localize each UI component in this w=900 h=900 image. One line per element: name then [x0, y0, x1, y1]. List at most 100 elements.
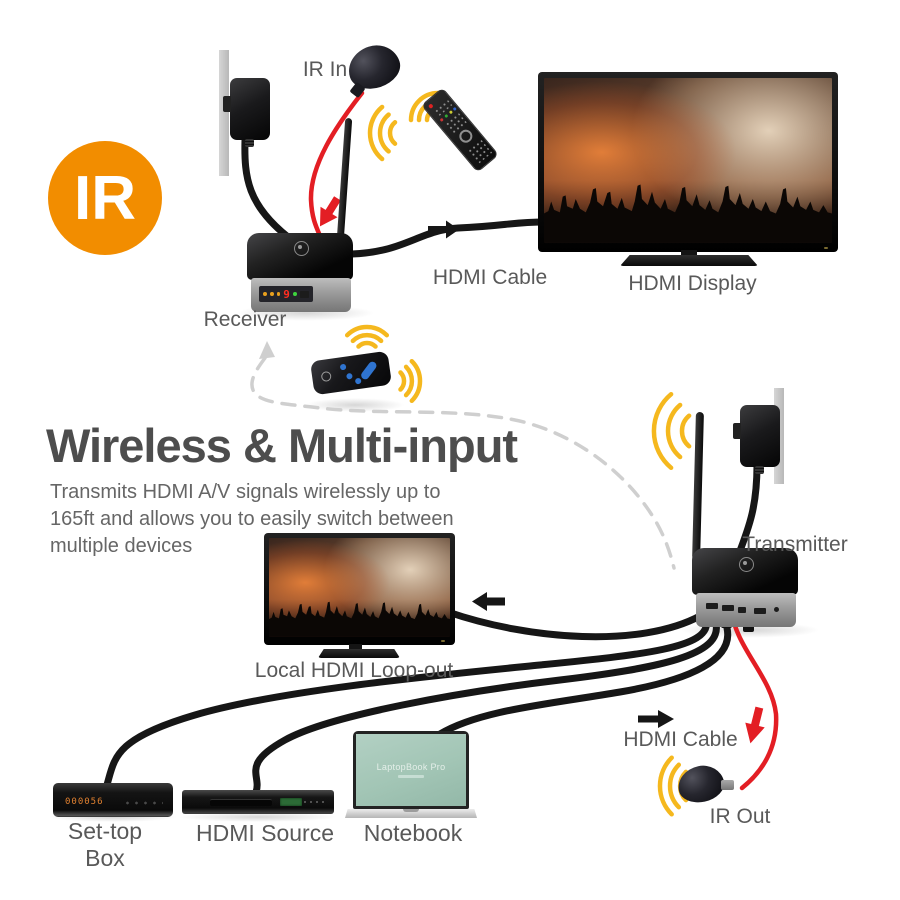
- ir-in-cable: [308, 90, 365, 246]
- notebook-notch: [403, 809, 419, 812]
- remote-select-button: [354, 377, 362, 385]
- wireless-link-dashed: [250, 356, 676, 570]
- notebook-base: [345, 809, 477, 818]
- receiver-power-cable: [241, 136, 292, 241]
- remote-yellow-button: [448, 110, 454, 115]
- hdmi-port: [754, 608, 766, 614]
- remote-switch-button: [359, 360, 379, 381]
- arrow-red-irout-icon: [745, 706, 765, 744]
- notebook-screen: LaptopBook Pro: [356, 734, 466, 806]
- description-line: 165ft and allows you to easily switch be…: [50, 508, 454, 530]
- loopout-label: Local HDMI Loop-out: [254, 659, 454, 682]
- ir-out-cable: [729, 611, 779, 791]
- ir-port: [738, 607, 746, 613]
- receiver-led-green: [292, 292, 297, 296]
- transmitter-top: [692, 548, 798, 595]
- wall-strip: [219, 50, 229, 176]
- set-top-box-device: 000056: [53, 783, 173, 817]
- loopout-tv: [264, 533, 455, 645]
- notebook-screen-subtitle-bar: [398, 775, 424, 778]
- arrow-red-receiver-icon: [319, 196, 341, 227]
- remote-select-button: [346, 372, 353, 380]
- ir-feature-badge: IR: [48, 141, 162, 255]
- receiver-channel-display: 9: [283, 287, 290, 301]
- receiver-ir-port: [299, 290, 309, 298]
- description-line: Transmits HDMI A/V signals wirelessly up…: [50, 481, 441, 503]
- settop-buttons: [123, 799, 163, 807]
- notebook-cable: [436, 624, 732, 738]
- remote-red-button: [439, 117, 444, 122]
- page-title: Wireless & Multi-input: [46, 419, 518, 472]
- settop-cable: [102, 617, 710, 792]
- power-adapter-receiver: [223, 78, 270, 147]
- brand-logo: [739, 557, 754, 572]
- receiver-top: [247, 233, 353, 280]
- dvd-display: [280, 798, 302, 806]
- transmitter-device: [688, 548, 804, 632]
- receiver-device: 9: [243, 233, 359, 317]
- tv-screen-concert: [269, 538, 450, 637]
- ir-in-label: IR In: [302, 58, 348, 81]
- description-line: multiple devices: [50, 535, 193, 557]
- disc-tray: [210, 799, 272, 806]
- brand-logo: [294, 241, 309, 256]
- receiver-led: [263, 292, 267, 296]
- signal-waves-remote-icon: [344, 324, 423, 404]
- notebook-device: LaptopBook Pro: [353, 731, 469, 809]
- hdmi-source-label: HDMI Source: [195, 820, 335, 846]
- transmitter-label: Transmitter: [742, 533, 848, 556]
- receiver-led: [269, 292, 274, 296]
- notebook-label: Notebook: [363, 820, 463, 846]
- remote-power-button: [428, 103, 434, 109]
- cables: [102, 136, 761, 796]
- receiver-label: Receiver: [203, 308, 287, 331]
- hdmi-source-device: [182, 790, 334, 814]
- power-adapter-transmitter: [733, 405, 780, 474]
- hdmi-port: [706, 603, 718, 609]
- hdmi-display-tv: [538, 72, 838, 252]
- remote-dpad: [456, 127, 476, 146]
- ir-cables: [308, 90, 779, 791]
- remote-select-button: [339, 363, 347, 371]
- signal-waves-transmitter-icon: [651, 391, 692, 471]
- receiver-led-panel: 9: [259, 286, 313, 302]
- settop-shadow: [48, 812, 178, 822]
- crowd-silhouette: [269, 602, 450, 637]
- tv-stand-neck: [681, 250, 697, 256]
- loopout-stand-base: [318, 649, 400, 658]
- remote-blue-button: [452, 106, 457, 112]
- power-port: [774, 607, 779, 612]
- hdmi-display-label: HDMI Display: [628, 272, 757, 295]
- dvd-buttons: [302, 800, 328, 804]
- remote-lower-buttons: [466, 138, 493, 165]
- hdmi-cable-bottom-label: HDMI Cable: [623, 728, 738, 751]
- arrow-left-loopout-icon: [472, 592, 505, 611]
- transmitter-base: [696, 593, 796, 627]
- crowd-silhouette: [544, 184, 832, 243]
- remote-buttons: [433, 99, 453, 117]
- tv-standby-led: [824, 247, 828, 249]
- ir-out-label: IR Out: [709, 805, 771, 828]
- dvd-cable: [252, 620, 720, 796]
- settop-led-display: 000056: [65, 797, 104, 807]
- notebook-screen-title: LaptopBook Pro: [376, 762, 446, 772]
- arrow-right-bottom-icon: [638, 710, 674, 728]
- loopout-stand-neck: [349, 644, 362, 650]
- tv-screen-concert: [544, 78, 832, 243]
- tv-stand-base: [620, 255, 758, 266]
- set-top-box-label: Set-top Box: [67, 818, 143, 871]
- hdmi-cable-top-wire: [348, 218, 549, 258]
- remote-green-button: [444, 113, 449, 119]
- receiver-base: 9: [251, 278, 351, 312]
- hdmi-port: [722, 605, 734, 611]
- dashed-arrowhead-icon: [259, 341, 275, 359]
- transmitter-power-cable: [734, 461, 761, 560]
- hdmi-cable-top-label: HDMI Cable: [432, 266, 548, 289]
- description-text: Transmits HDMI A/V signals wirelessly up…: [50, 479, 454, 560]
- ir-out-plug: [721, 780, 734, 790]
- tv-standby-led: [441, 640, 445, 642]
- arrow-right-top-icon: [428, 220, 459, 239]
- loopout-cable: [444, 608, 704, 641]
